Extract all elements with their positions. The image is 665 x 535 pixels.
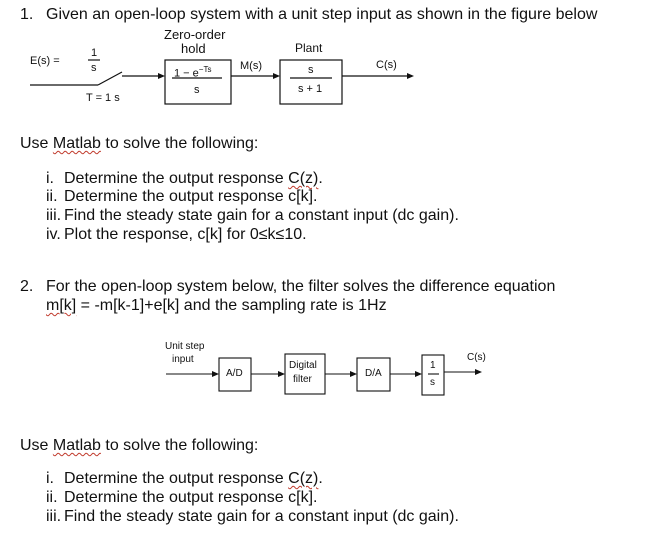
zoh-numerator: 1 − e−Ts	[174, 65, 211, 80]
int-den: s	[430, 377, 435, 388]
input-den: s	[91, 62, 97, 74]
q1-item-4: Plot the response, c[k] for 0≤k≤10.	[64, 226, 307, 243]
q2-title-2: m[k] = -m[k-1]+e[k] and the sampling rat…	[46, 297, 387, 315]
ad-label: A/D	[226, 368, 243, 379]
zoh-num-text: 1 − e	[174, 67, 199, 80]
da-label: D/A	[365, 368, 382, 379]
q2-title-rest: = -m[k-1]+e[k] and the sampling rate is …	[76, 297, 387, 314]
zoh-denominator: s	[194, 84, 200, 96]
output-label: C(s)	[376, 59, 397, 71]
q1-use-line: Use Matlab to solve the following:	[20, 135, 258, 153]
q1-item-1-sq: C(z)	[288, 170, 319, 187]
q2-item-1-pre: Determine the output response	[64, 470, 289, 487]
q1-item-1-pre: Determine the output response	[64, 170, 289, 187]
q1-use-suffix: to solve the following:	[100, 135, 259, 152]
q2-matlab: Matlab	[52, 437, 101, 454]
q2-item-2: Determine the output response c[k].	[64, 489, 318, 506]
q2-input-label-1: Unit step	[165, 341, 205, 352]
zoh-label-1: Zero-order	[164, 27, 226, 42]
q2-item-3-marker: iii.	[46, 508, 62, 525]
q2-title-1: For the open-loop system below, the filt…	[46, 278, 556, 295]
q2-item-1: Determine the output response C(z).	[64, 470, 323, 488]
int-num: 1	[430, 360, 436, 371]
input-num: 1	[91, 47, 98, 59]
q2-item-1-marker: i.	[46, 470, 54, 487]
q1-item-3: Find the steady state gain for a constan…	[64, 207, 459, 224]
q2-item-1-post: .	[318, 470, 323, 487]
zoh-label-2: hold	[181, 41, 206, 56]
q2-item-2-marker: ii.	[46, 489, 58, 506]
filter-label-2: filter	[293, 374, 312, 385]
q1-item-1: Determine the output response C(z).	[64, 170, 323, 188]
q2-output-label: C(s)	[467, 352, 486, 363]
q1-item-1-marker: i.	[46, 170, 54, 187]
q2-use-suffix: to solve the following:	[100, 437, 259, 454]
q2-item-3: Find the steady state gain for a constan…	[64, 508, 459, 525]
plant-denominator: s + 1	[298, 83, 323, 95]
q1-matlab: Matlab	[52, 135, 101, 152]
ms-label: M(s)	[240, 60, 262, 72]
filter-label-1: Digital	[289, 360, 317, 371]
q2-use-prefix: Use	[20, 437, 53, 454]
plant-numerator: s	[308, 64, 314, 76]
sampler-label: T = 1 s	[86, 92, 120, 104]
plant-label: Plant	[295, 41, 323, 55]
q2-use-line: Use Matlab to solve the following:	[20, 437, 258, 455]
q1-use-prefix: Use	[20, 135, 53, 152]
q2-number: 2.	[20, 278, 34, 295]
q1-item-2: Determine the output response c[k].	[64, 188, 318, 205]
q1-item-4-marker: iv.	[46, 226, 61, 243]
q1-item-1-post: .	[318, 170, 323, 187]
zoh-exp-text: −Ts	[198, 65, 212, 74]
q2-input-label-2: input	[172, 354, 194, 365]
q1-number: 1.	[20, 6, 34, 23]
q1-title: Given an open-loop system with a unit st…	[46, 6, 598, 23]
q2-title-sq: m[k]	[46, 297, 77, 314]
q1-item-2-marker: ii.	[46, 188, 58, 205]
input-label: E(s) =	[30, 55, 60, 67]
q1-item-3-marker: iii.	[46, 207, 62, 224]
q2-item-1-sq: C(z)	[288, 470, 319, 487]
